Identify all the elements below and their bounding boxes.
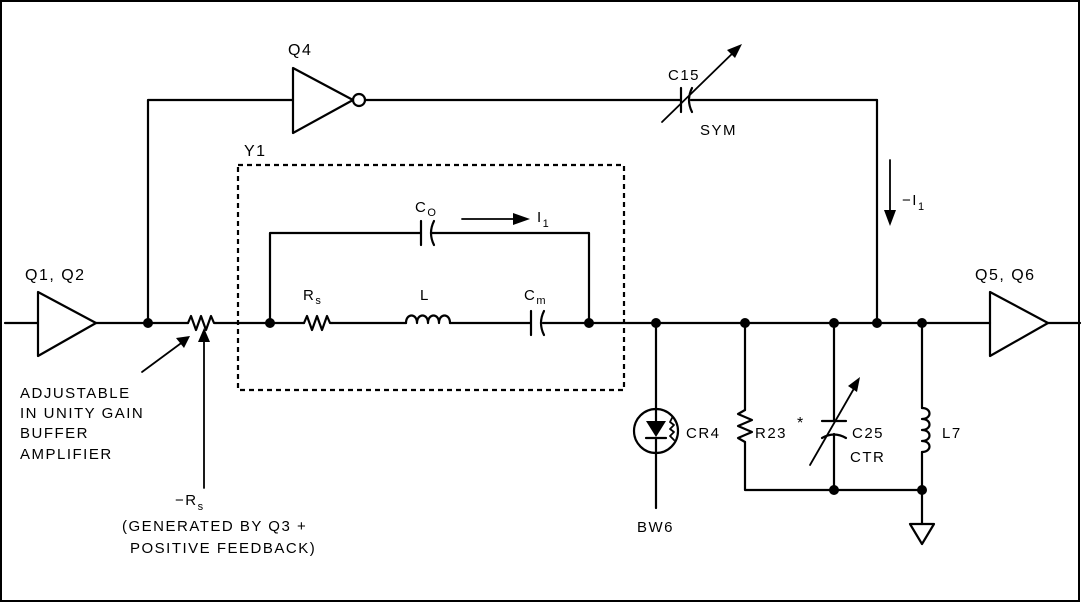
minus-rs-label: −Rs bbox=[175, 492, 205, 513]
r23-asterisk: * bbox=[797, 415, 805, 432]
ctr-label: CTR bbox=[850, 449, 885, 466]
l-label: L bbox=[420, 287, 430, 304]
cm-label: Cm bbox=[524, 287, 547, 307]
c15-label: C15 bbox=[668, 67, 700, 84]
q4-inverter bbox=[291, 66, 355, 135]
y1-label: Y1 bbox=[244, 143, 267, 160]
l-inductor bbox=[404, 314, 452, 325]
cm-capacitor bbox=[529, 309, 546, 337]
svg-text:AMPLIFIER: AMPLIFIER bbox=[20, 446, 113, 463]
svg-text:ADJUSTABLE: ADJUSTABLE bbox=[20, 385, 131, 402]
ground-symbol bbox=[908, 522, 936, 546]
cr4-lamp bbox=[632, 321, 680, 510]
bw6-label: BW6 bbox=[637, 519, 674, 536]
svg-text:BUFFER: BUFFER bbox=[20, 425, 89, 442]
rs-resistor bbox=[302, 314, 334, 332]
svg-text:(GENERATED BY Q3 +: (GENERATED BY Q3 + bbox=[122, 518, 307, 535]
cr4-label: CR4 bbox=[686, 425, 721, 442]
r23-resistor bbox=[736, 321, 924, 492]
y1-crystal-boundary bbox=[236, 163, 626, 392]
rs-label: Rs bbox=[303, 287, 322, 307]
minus-rs-potentiometer bbox=[141, 314, 218, 489]
q4-label: Q4 bbox=[288, 42, 312, 59]
minus-i1-label: −I1 bbox=[902, 192, 926, 213]
c0-branch bbox=[268, 219, 591, 325]
minus-i1-current-arrow bbox=[884, 159, 896, 226]
svg-text:POSITIVE FEEDBACK): POSITIVE FEEDBACK) bbox=[130, 540, 316, 557]
junction-nodes bbox=[143, 318, 927, 495]
q1-q2-label: Q1, Q2 bbox=[25, 267, 86, 284]
q4-feedback-path bbox=[146, 66, 879, 325]
r23-label: R23 bbox=[755, 425, 787, 442]
i1-current-arrow bbox=[461, 213, 530, 225]
c25-variable-capacitor bbox=[809, 321, 860, 492]
l7-label: L7 bbox=[942, 425, 962, 442]
svg-text:IN UNITY GAIN: IN UNITY GAIN bbox=[20, 405, 144, 422]
sym-label: SYM bbox=[700, 122, 737, 139]
c0-label: CO bbox=[415, 199, 437, 219]
q1-q2-buffer-amplifier bbox=[36, 290, 98, 358]
adjustable-note: ADJUSTABLE IN UNITY GAIN BUFFER AMPLIFIE… bbox=[20, 385, 144, 463]
c15-trimmer-capacitor bbox=[661, 44, 742, 123]
q5-q6-label: Q5, Q6 bbox=[975, 267, 1036, 284]
q5-q6-buffer-amplifier bbox=[988, 290, 1050, 358]
generated-note: (GENERATED BY Q3 + POSITIVE FEEDBACK) bbox=[122, 518, 316, 557]
i1-label: I1 bbox=[537, 209, 550, 230]
c25-label: C25 bbox=[852, 425, 884, 442]
